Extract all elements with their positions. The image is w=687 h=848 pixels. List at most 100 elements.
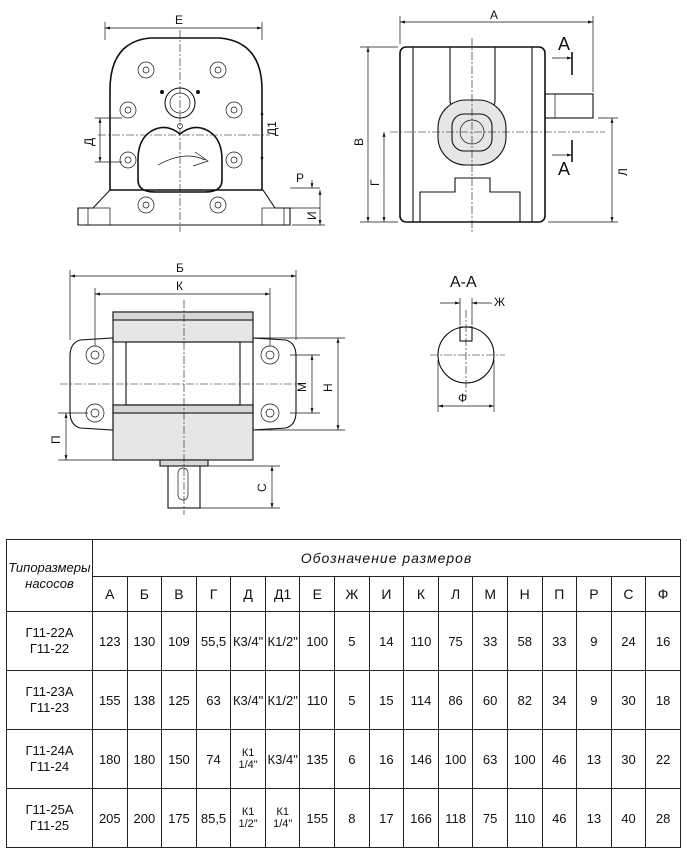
table-cell: 100	[437, 729, 474, 789]
pump-model-name: Г11-23А	[25, 684, 74, 699]
dim-p-label: Р	[296, 171, 304, 185]
column-header: Д1	[264, 576, 301, 612]
table-cell: 146	[403, 729, 439, 789]
table-cell: 109	[161, 611, 197, 671]
dim-k-label: К	[176, 279, 183, 293]
table-cell: 17	[368, 788, 405, 848]
table-cell: 63	[195, 670, 232, 730]
pump-model-name: Г11-25А	[25, 802, 74, 817]
table-cell: 138	[126, 670, 163, 730]
column-header: Н	[506, 576, 543, 612]
table-cell: 14	[368, 611, 405, 671]
table-cell: 15	[368, 670, 405, 730]
table-cell: 82	[506, 670, 543, 730]
dim-d-label: Д	[82, 138, 96, 146]
table-cell: 9	[576, 670, 612, 730]
table-cell: 28	[645, 788, 681, 848]
section-marker-top: А	[558, 34, 570, 54]
dim-n-label: Н	[321, 383, 335, 392]
table-cell: К3/4"	[230, 611, 266, 671]
table-cell: 110	[506, 788, 543, 848]
table-cell: К1/2"	[264, 670, 301, 730]
table-cell: 33	[472, 611, 508, 671]
table-cell: 16	[368, 729, 405, 789]
column-header: Р	[576, 576, 612, 612]
column-header: Б	[126, 576, 163, 612]
table-cell: 180	[92, 729, 128, 789]
column-header: Ф	[645, 576, 681, 612]
section-title: А-А	[450, 274, 477, 291]
table-cell: 58	[506, 611, 543, 671]
table-cell: 46	[541, 788, 578, 848]
table-cell: 55,5	[195, 611, 232, 671]
table-cell: 110	[299, 670, 336, 730]
table-cell: 175	[161, 788, 197, 848]
table-cell: 8	[334, 788, 370, 848]
column-header: Г	[195, 576, 232, 612]
table-cell: 180	[126, 729, 163, 789]
table-cell: 40	[610, 788, 647, 848]
dim-l-label: Л	[616, 168, 630, 176]
dim-g-label: Г	[368, 179, 382, 186]
pump-model-name: Г11-23	[29, 700, 70, 715]
table-cell: 24	[610, 611, 647, 671]
table-cell: 13	[576, 729, 612, 789]
table-cell: 118	[437, 788, 474, 848]
pump-model-name: Г11-22А	[25, 625, 74, 640]
dim-s-label: С	[255, 483, 269, 492]
dim-d1-label: Д1	[265, 121, 279, 136]
table-cell: 125	[161, 670, 197, 730]
table-cell: 155	[299, 788, 336, 848]
table-cell: 155	[92, 670, 128, 730]
column-header: Д	[230, 576, 266, 612]
table-cell: 34	[541, 670, 578, 730]
table-cell: 46	[541, 729, 578, 789]
section-view: А-А Ж Ф	[430, 274, 505, 412]
dim-b-label: Б	[176, 261, 184, 275]
dim-a-label: А	[490, 8, 498, 22]
table-cell: К1 1/2"	[230, 788, 266, 848]
dim-f-label: Ф	[458, 391, 467, 405]
table-cell: 86	[437, 670, 474, 730]
technical-drawing: Е Д Д1 Р И	[49, 8, 630, 515]
table-cell: 150	[161, 729, 197, 789]
table-cell: 60	[472, 670, 508, 730]
table-cell: К1 1/4"	[230, 729, 266, 789]
table-cell: 114	[403, 670, 439, 730]
pump-type-header-line2: насосов	[25, 575, 74, 591]
table-cell: 200	[126, 788, 163, 848]
dimensions-table-container: Типоразмеры насосов Обозначение размеров…	[6, 539, 681, 848]
column-header: М	[472, 576, 508, 612]
dim-v-label: В	[352, 138, 366, 146]
dim-zh-label: Ж	[494, 295, 505, 309]
table-cell: 63	[472, 729, 508, 789]
table-cell: 5	[334, 611, 370, 671]
table-cell: 30	[610, 670, 647, 730]
table-cell: 75	[437, 611, 474, 671]
table-cell: 13	[576, 788, 612, 848]
column-header: И	[368, 576, 405, 612]
table-cell: 100	[506, 729, 543, 789]
column-header: В	[161, 576, 197, 612]
column-header: Л	[437, 576, 474, 612]
column-header: П	[541, 576, 578, 612]
table-cell: 123	[92, 611, 128, 671]
table-cell: К1/2"	[264, 611, 301, 671]
table-cell: 75	[472, 788, 508, 848]
dimensions-table: Типоразмеры насосов Обозначение размеров…	[6, 539, 681, 848]
table-cell: 135	[299, 729, 336, 789]
section-marker-bottom: А	[558, 159, 570, 179]
dimensions-title: Обозначение размеров	[92, 539, 681, 577]
pump-type-header-line1: Типоразмеры	[8, 559, 91, 575]
pump-model-name: Г11-22	[29, 641, 70, 656]
table-cell: 166	[403, 788, 439, 848]
table-cell: 33	[541, 611, 578, 671]
